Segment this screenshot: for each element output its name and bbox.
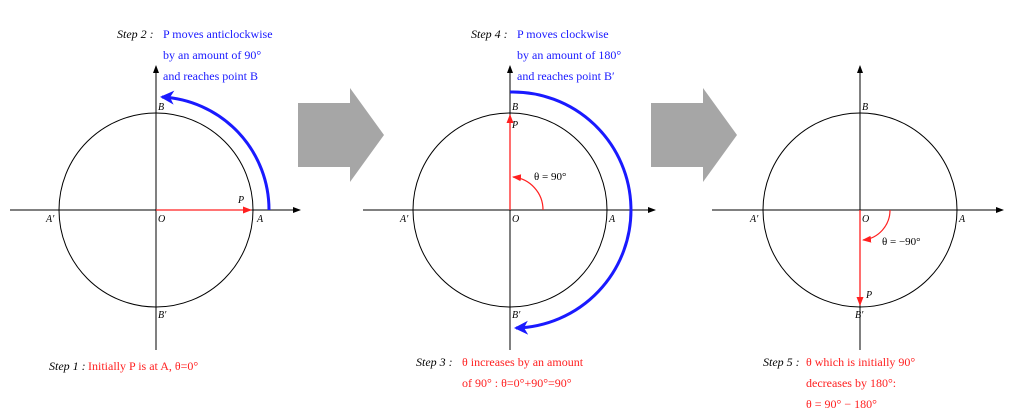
label-b-prime: B′ — [855, 310, 864, 321]
panel-2: θ = 90° B P A A′ B′ O Step 4 : P moves c… — [363, 27, 656, 390]
step-3-line-2: of 90° : θ=0°+90°=90° — [462, 376, 572, 390]
step-2-line-2: by an amount of 90° — [163, 48, 261, 62]
label-p: P — [865, 290, 872, 301]
transition-arrow-1 — [298, 88, 384, 182]
step-3-line-1: θ increases by an amount — [462, 355, 584, 369]
unit-circle — [58, 112, 254, 308]
step-5-line-3: θ = 90° − 180° — [806, 397, 877, 411]
label-a: A — [958, 214, 966, 225]
unit-circle — [412, 112, 608, 308]
step-4-line-2: by an amount of 180° — [517, 48, 621, 62]
step-3-label: Step 3 : — [416, 355, 453, 369]
label-a: A — [608, 214, 616, 225]
label-origin: O — [512, 214, 519, 225]
step-2-line-3: and reaches point B — [163, 69, 258, 83]
label-b: B — [512, 102, 518, 113]
label-b-prime: B′ — [158, 310, 167, 321]
label-b: B — [862, 102, 868, 113]
step-4-line-1: P moves clockwise — [517, 27, 609, 41]
label-a: A — [256, 214, 264, 225]
transition-arrow-2 — [651, 88, 737, 182]
step-2-line-1: P moves anticlockwise — [163, 27, 273, 41]
angle-label: θ = 90° — [534, 171, 566, 183]
panel-1: B A A′ B′ O P Step 2 : P moves anticlock… — [10, 27, 301, 373]
step-5-label: Step 5 : — [763, 355, 800, 369]
angle-arc-arrow — [512, 174, 544, 211]
label-a-prime: A′ — [399, 214, 409, 225]
label-b-prime: B′ — [512, 310, 521, 321]
label-b: B — [158, 102, 164, 113]
step-1-label: Step 1 : — [49, 359, 86, 373]
step-5-line-2: decreases by 180°: — [806, 376, 896, 390]
label-a-prime: A′ — [749, 214, 759, 225]
step-4-label: Step 4 : — [471, 27, 508, 41]
panel-3: θ = −90° B P A A′ B′ O Step 5 : θ which … — [712, 65, 1004, 411]
label-a-prime: A′ — [45, 214, 55, 225]
unit-circle — [762, 112, 958, 308]
step-5-line-1: θ which is initially 90° — [806, 355, 915, 369]
angle-label: θ = −90° — [882, 236, 921, 248]
clockwise-arc-arrow — [509, 90, 633, 335]
step-4-line-3: and reaches point B′ — [517, 69, 615, 83]
label-p: P — [511, 120, 518, 131]
step-2-label: Step 2 : — [117, 27, 154, 41]
angle-arc-arrow — [862, 209, 891, 243]
label-origin: O — [158, 214, 165, 225]
anticlockwise-arc-arrow — [160, 90, 271, 211]
step-1-line-1: Initially P is at A, θ=0° — [88, 359, 198, 373]
label-origin: O — [862, 214, 869, 225]
label-p: P — [237, 195, 244, 206]
